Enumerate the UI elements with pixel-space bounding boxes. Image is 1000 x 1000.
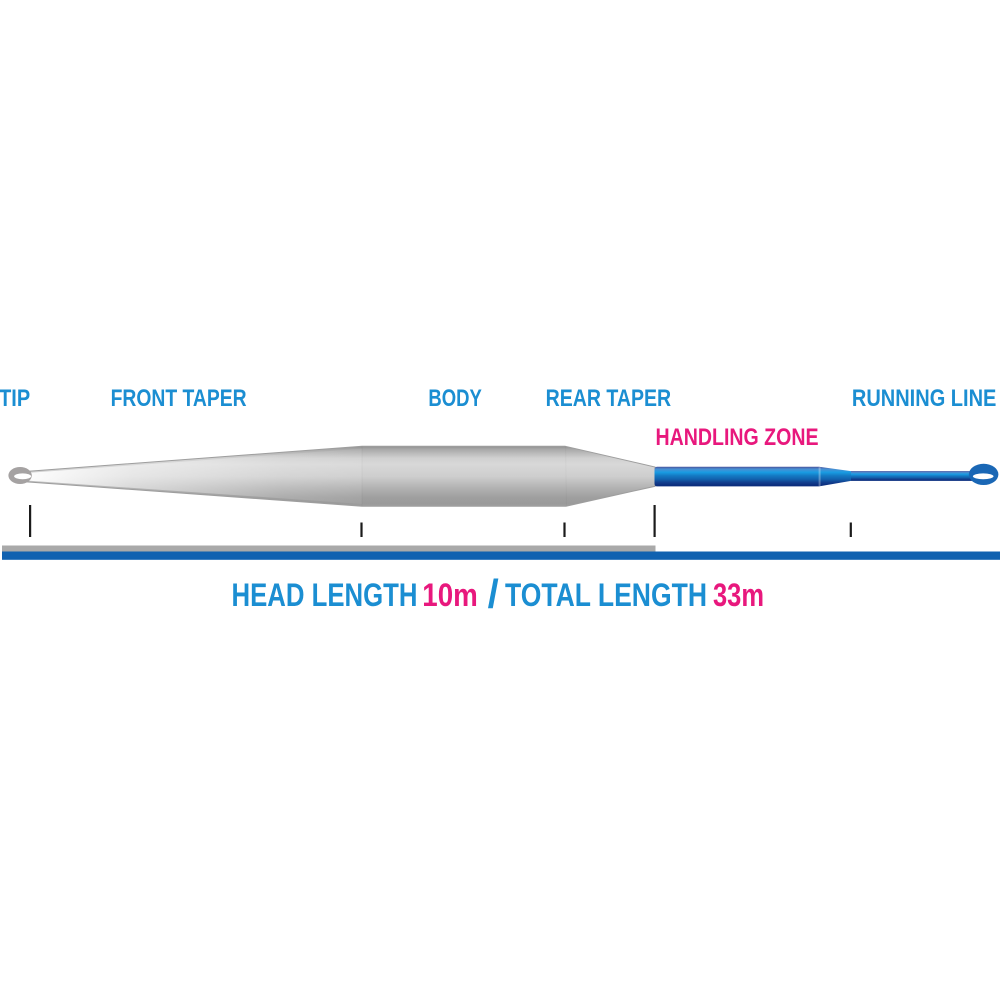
- svg-text:TIP: TIP: [0, 385, 30, 412]
- svg-text:REAR TAPER: REAR TAPER: [546, 385, 672, 412]
- svg-text:/: /: [488, 573, 499, 617]
- svg-text:HEAD LENGTH: HEAD LENGTH: [232, 577, 418, 613]
- svg-text:33m: 33m: [713, 577, 764, 613]
- svg-text:BODY: BODY: [428, 385, 481, 412]
- svg-text:HANDLING ZONE: HANDLING ZONE: [656, 424, 819, 451]
- svg-text:TOTAL LENGTH: TOTAL LENGTH: [505, 577, 707, 613]
- svg-text:FRONT TAPER: FRONT TAPER: [111, 385, 247, 412]
- svg-text:10m: 10m: [422, 577, 478, 613]
- svg-text:RUNNING LINE: RUNNING LINE: [852, 385, 997, 412]
